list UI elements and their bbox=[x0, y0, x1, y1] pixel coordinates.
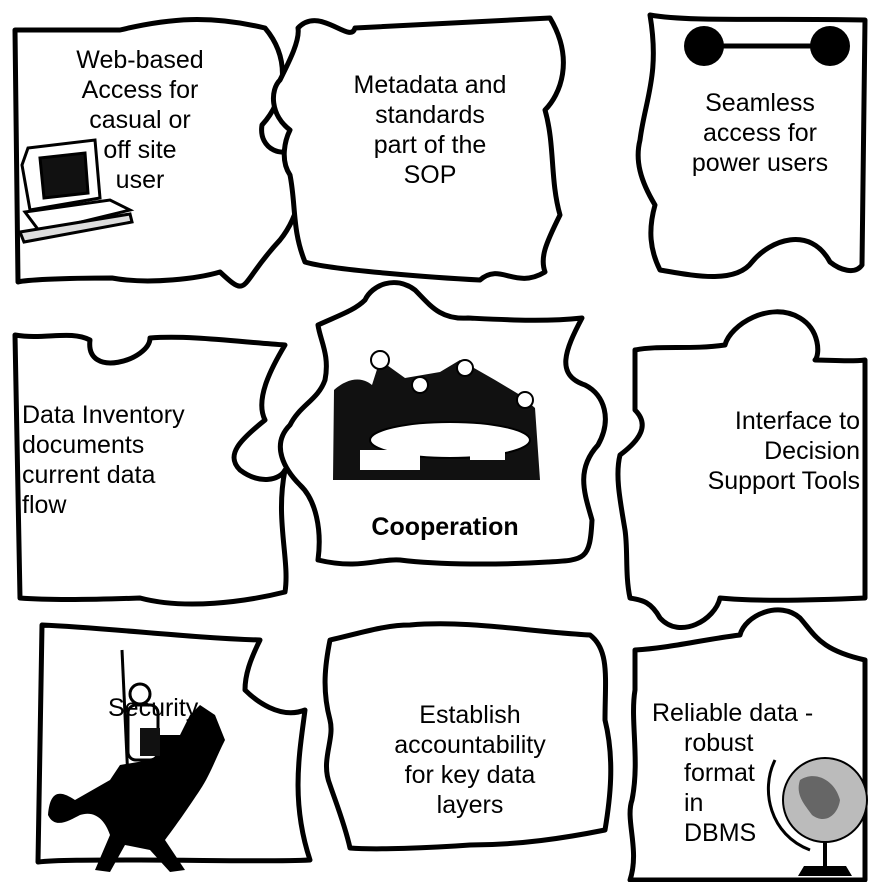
connector-icon bbox=[684, 26, 850, 66]
interface-label: Interface to Decision Support Tools bbox=[707, 407, 860, 495]
globe-icon bbox=[767, 757, 868, 876]
piece-metadata bbox=[270, 15, 566, 283]
accountability-label: Establish accountability for key data la… bbox=[394, 701, 546, 819]
inventory-label: Data Inventory documents current data fl… bbox=[22, 401, 185, 519]
security-label: Security bbox=[108, 694, 199, 722]
piece-accountability bbox=[322, 621, 614, 852]
cooperation-label: Cooperation bbox=[371, 513, 519, 541]
meeting-icon bbox=[333, 350, 540, 480]
seamless-label: Seamless access for power users bbox=[691, 89, 829, 177]
web-access-label: Web-based Access for casual or off site … bbox=[76, 46, 204, 194]
reliable-rest-label: robust format in DBMS bbox=[684, 729, 757, 847]
piece-interface bbox=[615, 309, 868, 631]
metadata-label: Metadata and standards part of the SOP bbox=[353, 71, 507, 189]
knight-icon bbox=[48, 649, 225, 872]
reliable-title-label: Reliable data - bbox=[652, 699, 814, 727]
piece-inventory bbox=[12, 332, 289, 607]
piece-seamless bbox=[635, 12, 868, 279]
computer-icon bbox=[17, 138, 135, 244]
